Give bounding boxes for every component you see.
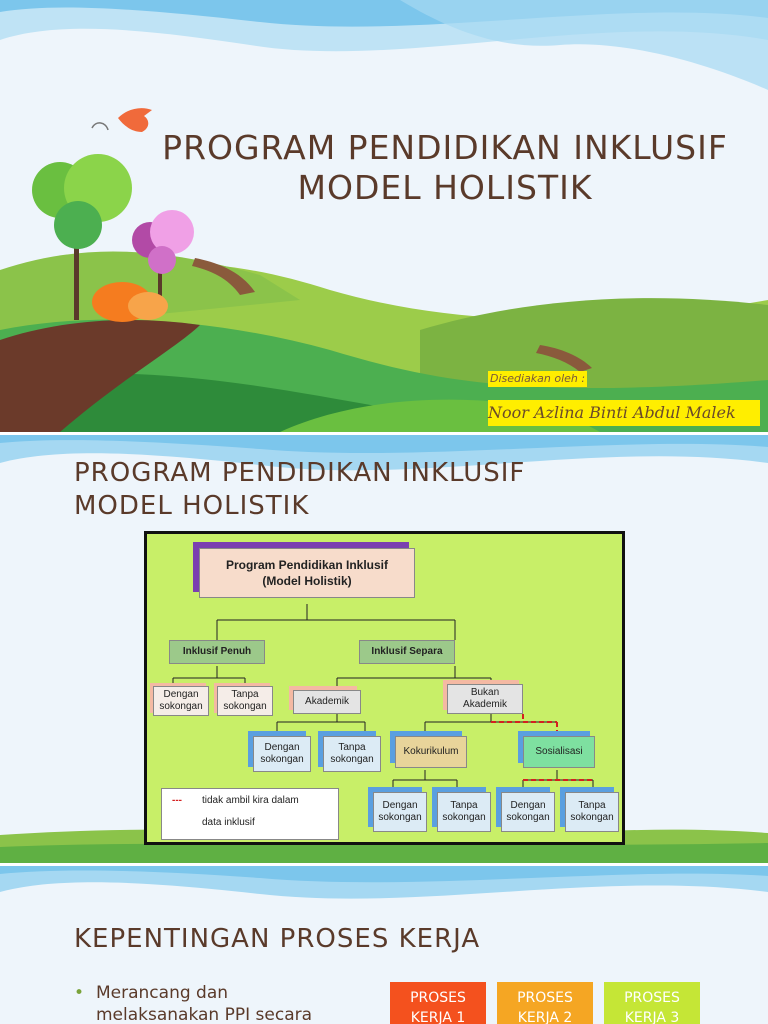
- process-slide: KEPENTINGAN PROSES KERJA • Merancang dan…: [0, 866, 768, 1024]
- landscape-background: [0, 0, 768, 432]
- node-sos-dengan-line1: Dengan: [510, 800, 546, 811]
- slide2-title-line1: PROGRAM PENDIDIKAN INKLUSIF: [74, 458, 526, 488]
- bullet-line1: Merancang dan: [96, 983, 229, 1003]
- bullet-item: • Merancang dan melaksanakan PPI secara: [74, 982, 312, 1024]
- node-akademik: Akademik: [293, 690, 361, 714]
- root-node-line2: (Model Holistik): [262, 574, 352, 588]
- node-ak-tanpa-line2: sokongan: [330, 754, 374, 765]
- node-koku-tanpa-sokongan: Tanpa sokongan: [437, 792, 491, 832]
- process-box-3: PROSES KERJA 3: [604, 982, 700, 1024]
- node-sosial-tanpa-sokongan: Tanpa sokongan: [565, 792, 619, 832]
- node-akademik-dengan-sokongan: Dengan sokongan: [253, 736, 311, 772]
- slide1-title-line1: PROGRAM PENDIDIKAN INKLUSIF: [162, 128, 728, 167]
- process-1-line1: PROSES: [410, 990, 466, 1006]
- node-penuh-tanpa-line1: Tanpa: [231, 689, 259, 700]
- slide1-title-line2: MODEL HOLISTIK: [297, 168, 593, 207]
- process-3-line2: KERJA 3: [624, 1010, 680, 1024]
- node-akademik-tanpa-sokongan: Tanpa sokongan: [323, 736, 381, 772]
- diagram-slide: PROGRAM PENDIDIKAN INKLUSIF MODEL HOLIST…: [0, 435, 768, 863]
- node-penuh-tanpa-line2: sokongan: [223, 701, 267, 712]
- process-box-1: PROSES KERJA 1: [390, 982, 486, 1024]
- node-ak-tanpa-line1: Tanpa: [338, 742, 366, 753]
- node-sosial-dengan-sokongan: Dengan sokongan: [501, 792, 555, 832]
- node-sos-tanpa-line2: sokongan: [570, 812, 614, 823]
- diagram-legend: --- tidak ambil kira dalam data inklusif: [161, 788, 339, 840]
- node-bukan-line2: Akademik: [463, 699, 507, 710]
- node-sosialisasi: Sosialisasi: [523, 736, 595, 768]
- node-ak-dengan-line2: sokongan: [260, 754, 304, 765]
- slide1-title: PROGRAM PENDIDIKAN INKLUSIF MODEL HOLIST…: [130, 128, 760, 208]
- legend-line2: data inklusif: [202, 817, 255, 828]
- bullet-dot: •: [74, 983, 85, 1003]
- node-ak-dengan-line1: Dengan: [264, 742, 300, 753]
- root-node-line1: Program Pendidikan Inklusif: [225, 558, 389, 572]
- node-penuh-dengan-sokongan: Dengan sokongan: [153, 686, 209, 716]
- slide3-title: KEPENTINGAN PROSES KERJA: [74, 924, 481, 954]
- node-bukan-line1: Bukan: [470, 687, 500, 698]
- node-penuh-dengan-line2: sokongan: [159, 701, 203, 712]
- legend-line1: tidak ambil kira dalam: [202, 795, 299, 806]
- process-1-line2: KERJA 1: [410, 1010, 466, 1024]
- slide2-title: PROGRAM PENDIDIKAN INKLUSIF MODEL HOLIST…: [74, 457, 525, 523]
- process-3-line1: PROSES: [624, 990, 680, 1006]
- node-koku-tanpa-line2: sokongan: [442, 812, 486, 823]
- node-sos-tanpa-line1: Tanpa: [578, 800, 606, 811]
- process-2-line2: KERJA 2: [517, 1010, 573, 1024]
- node-penuh-tanpa-sokongan: Tanpa sokongan: [217, 686, 273, 716]
- bullet-line2: melaksanakan PPI secara: [96, 1005, 313, 1024]
- node-inklusif-separa: Inklusif Separa: [359, 640, 455, 664]
- author-name: Noor Azlina Binti Abdul Malek: [488, 400, 760, 426]
- root-node: Program Pendidikan Inklusif (Model Holis…: [199, 548, 415, 598]
- title-slide: PROGRAM PENDIDIKAN INKLUSIF MODEL HOLIST…: [0, 0, 768, 432]
- holistic-model-diagram: Program Pendidikan Inklusif (Model Holis…: [144, 531, 625, 845]
- node-bukan-akademik: Bukan Akademik: [447, 684, 523, 714]
- prepared-by-label: Disediakan oleh :: [488, 371, 588, 387]
- process-2-line1: PROSES: [517, 990, 573, 1006]
- node-koku-dengan-line1: Dengan: [382, 800, 418, 811]
- node-inklusif-penuh: Inklusif Penuh: [169, 640, 265, 664]
- node-koku-tanpa-line1: Tanpa: [450, 800, 478, 811]
- node-penuh-dengan-line1: Dengan: [163, 689, 199, 700]
- node-koku-dengan-sokongan: Dengan sokongan: [373, 792, 427, 832]
- slide2-title-line2: MODEL HOLISTIK: [74, 491, 310, 521]
- node-kokurikulum: Kokurikulum: [395, 736, 467, 768]
- slide3-background: [0, 866, 768, 899]
- process-box-2: PROSES KERJA 2: [497, 982, 593, 1024]
- node-koku-dengan-line2: sokongan: [378, 812, 422, 823]
- node-sos-dengan-line2: sokongan: [506, 812, 550, 823]
- legend-dash-symbol: ---: [172, 795, 182, 806]
